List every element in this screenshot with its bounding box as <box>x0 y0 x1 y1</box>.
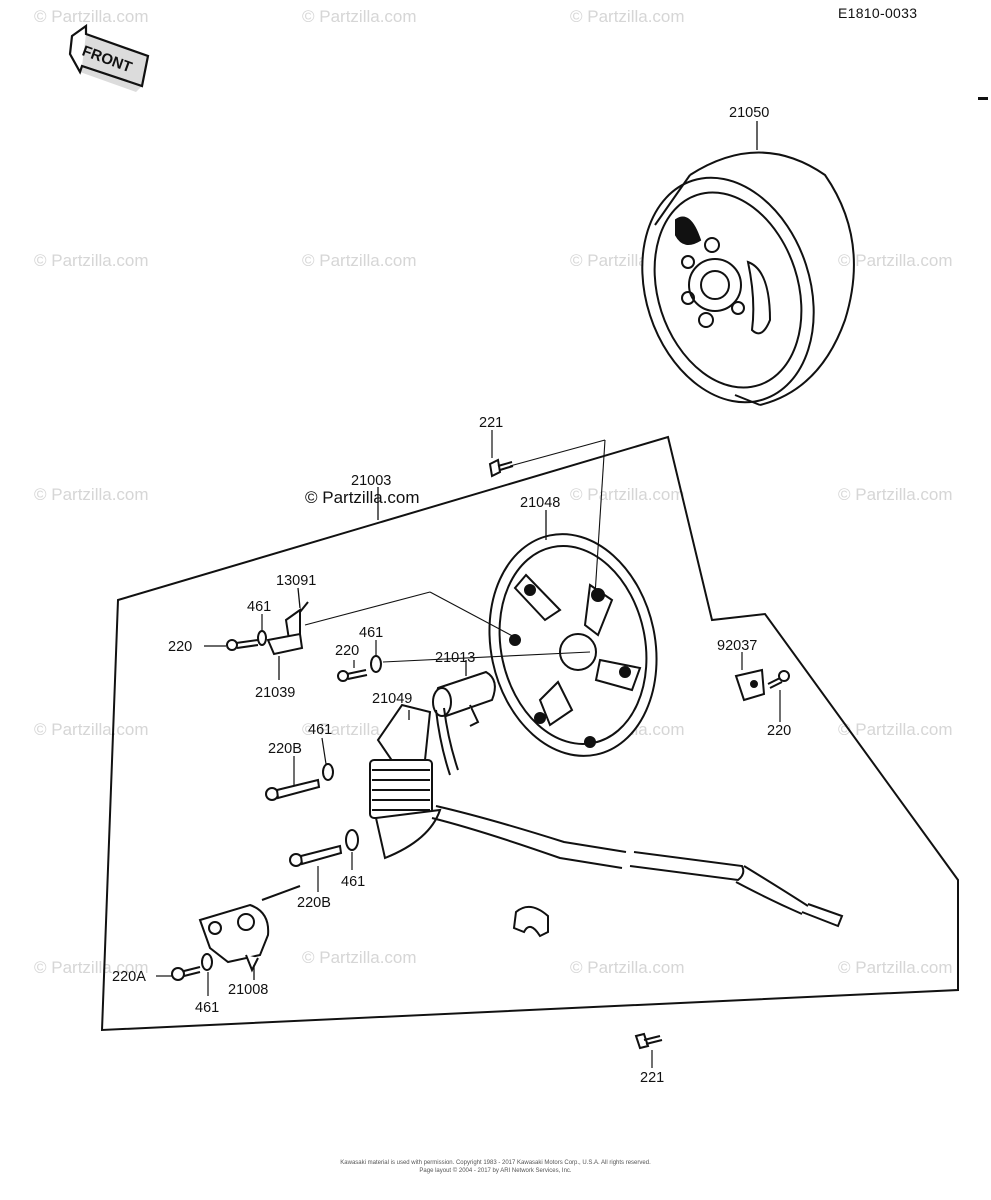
bolt-220-right <box>767 670 790 689</box>
part-label-21048: 21048 <box>520 495 560 511</box>
watermark: © Partzilla.com <box>838 485 953 504</box>
part-label-21039: 21039 <box>255 685 295 701</box>
part-label-461: 461 <box>359 625 383 641</box>
part-label-21050: 21050 <box>729 105 769 121</box>
layout-credit-line: Page layout © 2004 - 2017 by ARI Network… <box>419 1168 572 1174</box>
bolt-221-top <box>488 458 514 478</box>
part-label-21013: 21013 <box>435 650 475 666</box>
diagram-code: E1810-0033 <box>838 5 918 21</box>
washer-461 <box>201 953 213 971</box>
washer-461 <box>370 655 382 673</box>
watermark: © Partzilla.com <box>838 720 953 739</box>
front-direction-arrow: FRONT <box>68 23 150 92</box>
watermark: © Partzilla.com <box>302 251 417 270</box>
bolt-220B-lower <box>289 844 343 867</box>
watermark: © Partzilla.com <box>302 7 417 26</box>
fasteners <box>171 458 790 1050</box>
stator-plate <box>488 533 658 757</box>
watermark: © Partzilla.com <box>570 7 685 26</box>
part-label-221: 221 <box>640 1070 664 1086</box>
clamp-92037 <box>734 668 766 702</box>
washer-461 <box>322 763 334 781</box>
watermark: © Partzilla.com <box>34 251 149 270</box>
watermark: © Partzilla.com <box>570 485 685 504</box>
edge-mark <box>978 97 988 100</box>
part-label-220: 220 <box>168 639 192 655</box>
part-label-461: 461 <box>308 722 332 738</box>
bolt-221-bottom <box>634 1032 663 1050</box>
part-label-21049: 21049 <box>372 691 412 707</box>
watermark: © Partzilla.com <box>302 948 417 967</box>
bracket-assembly <box>266 601 309 656</box>
part-label-461: 461 <box>247 599 271 615</box>
part-label-221: 221 <box>479 415 503 431</box>
washer-461 <box>345 829 359 851</box>
assembly-boundary <box>100 435 959 1032</box>
watermark: © Partzilla.com <box>838 958 953 977</box>
leader-line <box>297 587 301 609</box>
bolt-220B-upper <box>265 778 321 801</box>
bolt-220-middle <box>337 669 368 682</box>
copyright-line: Kawasaki material is used with permissio… <box>340 1160 651 1166</box>
watermark: © Partzilla.com <box>34 7 149 26</box>
bolt-220A <box>171 966 201 981</box>
pickup-switch <box>198 885 301 973</box>
guide-lines <box>304 439 606 663</box>
flywheel-rotor <box>641 151 855 406</box>
wire-harness <box>431 805 844 938</box>
part-label-220B: 220B <box>297 895 331 911</box>
part-label-21003: 21003 <box>351 473 391 489</box>
watermark: © Partzilla.com <box>34 485 149 504</box>
part-label-461: 461 <box>195 1000 219 1016</box>
part-label-220: 220 <box>767 723 791 739</box>
watermark: © Partzilla.com <box>570 958 685 977</box>
part-label-220: 220 <box>335 643 359 659</box>
washer-461 <box>257 630 267 646</box>
bolt-220-left <box>226 639 259 651</box>
exciter-coil <box>369 703 459 860</box>
part-label-461: 461 <box>341 874 365 890</box>
part-number-labels: 21050 221 21003 21048 13091 461 220 2103… <box>112 105 791 1086</box>
pulser-coil <box>432 670 496 727</box>
part-label-21008: 21008 <box>228 982 268 998</box>
watermark: © Partzilla.com <box>838 251 953 270</box>
watermark: © Partzilla.com <box>34 958 149 977</box>
watermark-layer: © Partzilla.com © Partzilla.com © Partzi… <box>34 7 953 977</box>
part-label-13091: 13091 <box>276 573 316 589</box>
watermark: © Partzilla.com <box>34 720 149 739</box>
part-label-220A: 220A <box>112 969 146 985</box>
center-watermark: © Partzilla.com <box>305 488 420 507</box>
label-leaders <box>156 430 781 1068</box>
part-label-92037: 92037 <box>717 638 757 654</box>
part-label-220B: 220B <box>268 741 302 757</box>
